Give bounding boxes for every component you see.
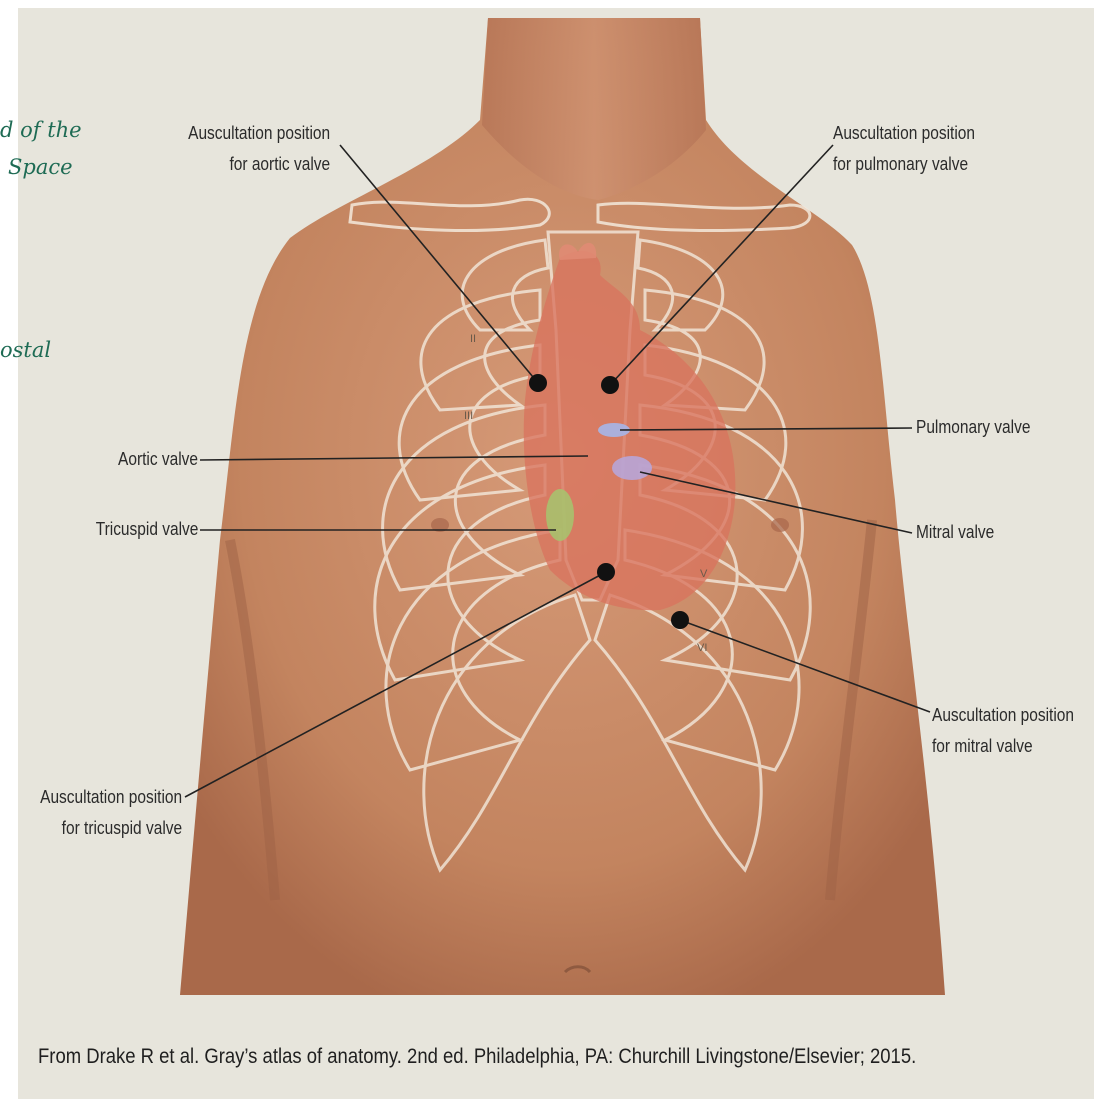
label-pulmonary-auscultation-line-1: Auscultation position bbox=[833, 118, 975, 149]
label-pulmonary-valve-text: Pulmonary valve bbox=[916, 412, 1030, 443]
right-nipple bbox=[771, 518, 789, 532]
rib-number-v: V bbox=[700, 568, 707, 580]
label-tricuspid-valve-text: Tricuspid valve bbox=[95, 514, 198, 545]
label-pulmonary-auscultation-line-2: for pulmonary valve bbox=[833, 149, 975, 180]
label-mitral-auscultation-line-2: for mitral valve bbox=[932, 731, 1074, 762]
handwritten-note-1-line-2: Space bbox=[8, 155, 73, 179]
label-mitral-auscultation-line-1: Auscultation position bbox=[932, 700, 1074, 731]
label-tricuspid-auscultation-line-2: for tricuspid valve bbox=[40, 813, 182, 844]
label-tricuspid-valve: Tricuspid valve bbox=[95, 514, 198, 545]
tricuspid-auscultation-marker bbox=[597, 563, 615, 581]
rib-number-vi: VI bbox=[697, 642, 707, 654]
pulmonary-auscultation-marker bbox=[601, 376, 619, 394]
label-mitral-auscultation: Auscultation position for mitral valve bbox=[932, 700, 1074, 762]
label-aortic-auscultation: Auscultation position for aortic valve bbox=[188, 118, 330, 180]
label-pulmonary-valve: Pulmonary valve bbox=[916, 412, 1030, 443]
label-mitral-valve-text: Mitral valve bbox=[916, 517, 994, 548]
label-mitral-valve: Mitral valve bbox=[916, 517, 994, 548]
tricuspid-valve-shape bbox=[546, 489, 574, 541]
label-tricuspid-auscultation-line-1: Auscultation position bbox=[40, 782, 182, 813]
rib-number-ii: II bbox=[470, 333, 476, 345]
mitral-valve-shape bbox=[612, 456, 652, 480]
mitral-auscultation-marker bbox=[671, 611, 689, 629]
label-aortic-auscultation-line-2: for aortic valve bbox=[188, 149, 330, 180]
label-aortic-valve-text: Aortic valve bbox=[118, 444, 198, 475]
label-aortic-valve: Aortic valve bbox=[118, 444, 198, 475]
label-aortic-auscultation-line-1: Auscultation position bbox=[188, 118, 330, 149]
label-pulmonary-auscultation: Auscultation position for pulmonary valv… bbox=[833, 118, 975, 180]
aortic-auscultation-marker bbox=[529, 374, 547, 392]
rib-number-iii: III bbox=[464, 410, 473, 422]
handwritten-note-1-line-1: d of the bbox=[0, 118, 82, 142]
handwritten-note-2: ostal bbox=[0, 338, 51, 362]
citation-text: From Drake R et al. Gray’s atlas of anat… bbox=[38, 1045, 936, 1069]
label-tricuspid-auscultation: Auscultation position for tricuspid valv… bbox=[40, 782, 182, 844]
